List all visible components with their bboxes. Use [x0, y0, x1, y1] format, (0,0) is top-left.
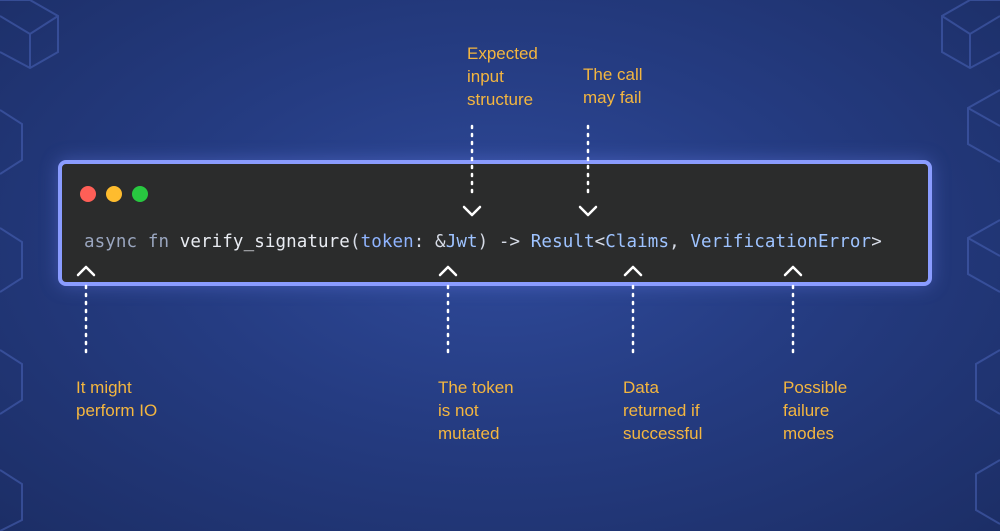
close-dot-icon	[80, 186, 96, 202]
annotation-data-returned: Data returned if successful	[623, 378, 703, 443]
token-not-mutated-pointer	[438, 265, 458, 360]
err-type: VerificationError	[690, 232, 872, 252]
function-name: verify_signature	[179, 232, 350, 252]
code-window: async fn verify_signature(token: &Jwt) -…	[58, 160, 932, 286]
fn-keyword: fn	[147, 232, 170, 252]
maximize-dot-icon	[132, 186, 148, 202]
param-type: Jwt	[445, 232, 478, 252]
annotation-performs-io: It might perform IO	[76, 378, 158, 420]
input-structure-pointer	[462, 124, 482, 217]
async-keyword: async	[84, 232, 138, 252]
data-returned-pointer	[623, 265, 643, 360]
failure-modes-pointer	[783, 265, 803, 360]
annotation-call-may-fail: The call may fail	[583, 65, 643, 107]
generic-open: <	[594, 232, 606, 252]
annotation-failure-modes: Possible failure modes	[783, 378, 848, 443]
call-may-fail-pointer	[578, 124, 598, 217]
param-name: token	[360, 232, 414, 252]
perform-io-pointer	[76, 265, 96, 360]
annotation-token-not-mutated: The token is not mutated	[438, 378, 514, 443]
return-arrow: ) ->	[477, 232, 531, 252]
ok-type: Claims	[605, 232, 670, 252]
function-signature: async fn verify_signature(token: &Jwt) -…	[84, 232, 882, 252]
generic-separator: ,	[669, 232, 691, 252]
return-type: Result	[530, 232, 595, 252]
annotation-expected-input: Expected input structure	[467, 44, 538, 109]
param-colon: : &	[413, 232, 446, 252]
generic-close: >	[871, 232, 882, 252]
open-paren: (	[349, 232, 361, 252]
minimize-dot-icon	[106, 186, 122, 202]
